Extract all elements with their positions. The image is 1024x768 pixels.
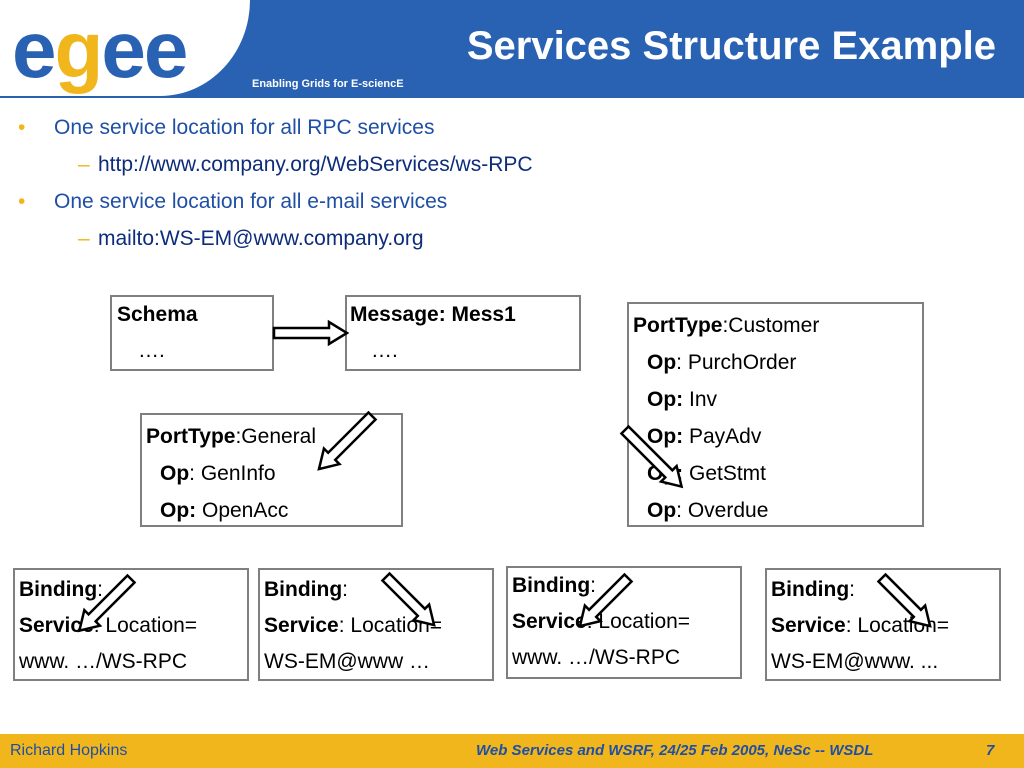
op-value: GetStmt [683, 462, 767, 485]
binding-label: Binding [771, 578, 850, 601]
arrow-icon [876, 572, 932, 628]
page-number: 7 [986, 742, 995, 759]
bullet-icon: • [18, 190, 26, 213]
op-value: OpenAcc [196, 499, 289, 522]
binding-label: Binding [512, 574, 591, 597]
porttype-customer-box: PortType:Customer Op: PurchOrder Op: Inv… [627, 302, 924, 527]
bullet-item: • One service location for all e-mail se… [18, 190, 918, 227]
service-location: WS-EM@www … [264, 650, 430, 673]
arrow-icon [619, 424, 684, 489]
sub-bullet-item: – mailto:WS-EM@www.company.org [18, 227, 918, 264]
slide-title: Services Structure Example [466, 24, 996, 68]
arrow-icon [578, 572, 634, 628]
op-value: : GenInfo [189, 462, 276, 485]
binding-label: Binding [19, 578, 98, 601]
binding-box-em-1: Binding: Service: Location= WS-EM@www … [258, 568, 494, 681]
service-label: Service [771, 614, 846, 637]
schema-title: Schema [117, 303, 198, 326]
op-key: Op: [160, 499, 197, 522]
porttype-label: PortType [633, 314, 723, 337]
tagline: Enabling Grids for E-sciencE [252, 78, 404, 90]
arrow-icon [272, 319, 350, 347]
message-box: Message: Mess1 …. [345, 295, 581, 371]
logo-panel: egee [0, 0, 250, 96]
porttype-name: :Customer [722, 314, 820, 337]
service-label: Service [512, 610, 587, 633]
arrow-icon [380, 571, 436, 627]
service-location: WS-EM@www. ... [771, 650, 939, 673]
schema-box: Schema …. [110, 295, 274, 371]
op-key: Op: [647, 388, 684, 411]
bullet-list: • One service location for all RPC servi… [18, 116, 918, 264]
arrow-icon [317, 410, 378, 471]
footer-event: Web Services and WSRF, 24/25 Feb 2005, N… [476, 742, 874, 759]
op-value: : Overdue [676, 499, 769, 522]
op-value: Inv [683, 388, 718, 411]
egee-logo: egee [12, 5, 188, 94]
service-location: www. …/WS-RPC [19, 650, 187, 673]
porttype-label: PortType [146, 425, 236, 448]
porttype-name: :General [235, 425, 317, 448]
email-url: mailto:WS-EM@www.company.org [98, 227, 424, 250]
op-value: PayAdv [683, 425, 762, 448]
service-label: Service [264, 614, 339, 637]
op-key: Op [647, 351, 677, 374]
op-value: : PurchOrder [676, 351, 797, 374]
bullet-item: • One service location for all RPC servi… [18, 116, 918, 153]
header-bar: egee Enabling Grids for E-sciencE Servic… [0, 0, 1024, 98]
arrow-icon [77, 573, 137, 633]
service-location: www. …/WS-RPC [512, 646, 680, 669]
sub-bullet-item: – http://www.company.org/WebServices/ws-… [18, 153, 918, 190]
op-key: Op [160, 462, 190, 485]
binding-label: Binding [264, 578, 343, 601]
dash-icon: – [78, 153, 90, 176]
message-title: Message: Mess1 [350, 303, 516, 326]
footer-bar: Richard Hopkins Web Services and WSRF, 2… [0, 734, 1024, 768]
bullet-text: One service location for all RPC service… [54, 116, 435, 139]
op-key: Op [647, 499, 677, 522]
bullet-text: One service location for all e-mail serv… [54, 190, 448, 213]
service-label: Service [19, 614, 94, 637]
schema-body: …. [138, 339, 165, 362]
message-body: …. [371, 339, 398, 362]
footer-author: Richard Hopkins [10, 742, 128, 759]
op-key: Op: [647, 425, 684, 448]
rpc-url: http://www.company.org/WebServices/ws-RP… [98, 153, 533, 176]
dash-icon: – [78, 227, 90, 250]
bullet-icon: • [18, 116, 26, 139]
